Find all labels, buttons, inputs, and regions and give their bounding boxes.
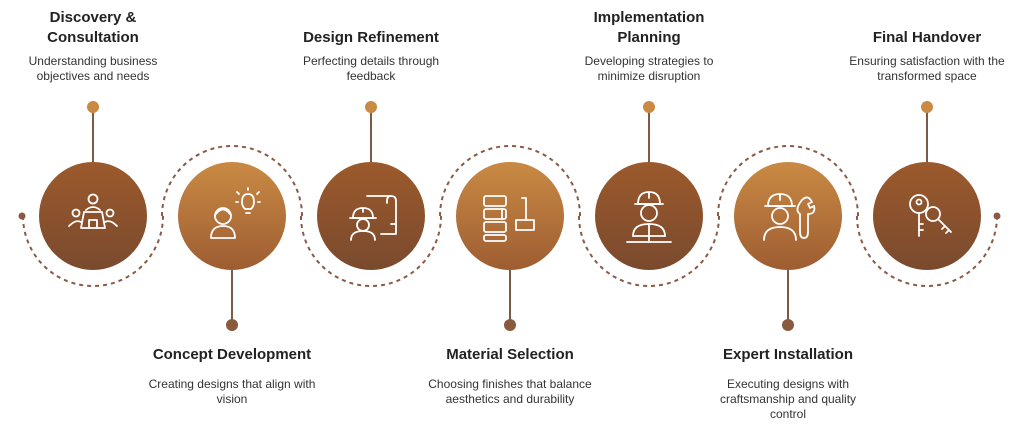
- worker-wrench-icon: [763, 193, 816, 241]
- connector-dot: [782, 319, 794, 331]
- step-title-line: Consultation: [47, 29, 139, 46]
- bricks-trowel-icon: [483, 195, 535, 242]
- dashed-arc: [161, 145, 303, 217]
- connector-dot: [921, 101, 933, 113]
- connector-dot: [643, 101, 655, 113]
- step-description-line: Choosing finishes that balance: [428, 377, 592, 391]
- step-description-line: objectives and needs: [36, 69, 150, 83]
- dashed-arc: [300, 215, 442, 287]
- step-title-line: Discovery &: [49, 9, 137, 26]
- dashed-arc: [717, 145, 859, 217]
- engineer-blueprint-icon: [349, 195, 397, 241]
- dashed-arc: [578, 215, 720, 287]
- dashed-arcs: [22, 145, 998, 287]
- dashed-arc: [22, 215, 164, 287]
- step-description-line: Perfecting details through: [302, 54, 440, 68]
- step-description-line: Executing designs with: [726, 377, 850, 391]
- chain-start-dot: [18, 212, 26, 220]
- step-circle: [456, 162, 564, 270]
- worker-helmet-icon: [626, 191, 672, 243]
- step-description-line: Creating designs that align with: [148, 377, 316, 391]
- step-circle: [595, 162, 703, 270]
- step-description-line: feedback: [346, 69, 396, 83]
- step-description-line: craftsmanship and quality: [719, 392, 857, 406]
- step-description-line: transformed space: [877, 69, 977, 83]
- dashed-arc: [856, 215, 998, 287]
- step-title: Final Handover: [832, 28, 1022, 48]
- dashed-arc: [439, 145, 581, 217]
- step-title-line: Design Refinement: [303, 29, 439, 46]
- step-title: Discovery & Consultation: [0, 8, 188, 48]
- connector-dot: [87, 101, 99, 113]
- idea-person-icon: [210, 187, 261, 239]
- step-description-line: vision: [216, 392, 248, 406]
- step-title-line: Expert Installation: [722, 346, 854, 363]
- step-title-line: Concept Development: [152, 346, 312, 363]
- connector-dot: [504, 319, 516, 331]
- step-description-line: minimize disruption: [597, 69, 701, 83]
- step-description-line: Developing strategies to: [584, 54, 714, 68]
- team-meeting-icon: [68, 193, 118, 229]
- keys-icon: [909, 194, 952, 237]
- step-title: Design Refinement: [276, 28, 466, 48]
- step-description-line: control: [769, 407, 807, 421]
- step-title-line: Final Handover: [872, 29, 982, 46]
- step-title: Concept Development: [137, 345, 327, 365]
- step-title-line: Planning: [617, 29, 681, 46]
- step-circle: [317, 162, 425, 270]
- chain-end-dot: [993, 212, 1001, 220]
- step-title: Expert Installation: [693, 345, 883, 365]
- step-title-line: Implementation: [593, 9, 705, 26]
- step-circle: [39, 162, 147, 270]
- step-description-line: aesthetics and durability: [445, 392, 575, 406]
- connector-dot: [226, 319, 238, 331]
- connector-lines: [18, 101, 1001, 331]
- step-description-line: Understanding business: [28, 54, 158, 68]
- connector-dot: [365, 101, 377, 113]
- step-description-line: Ensuring satisfaction with the: [849, 54, 1005, 68]
- step-title-line: Material Selection: [446, 346, 574, 363]
- step-circle: [178, 162, 286, 270]
- step-circles: [39, 162, 981, 270]
- step-title: Material Selection: [415, 345, 605, 365]
